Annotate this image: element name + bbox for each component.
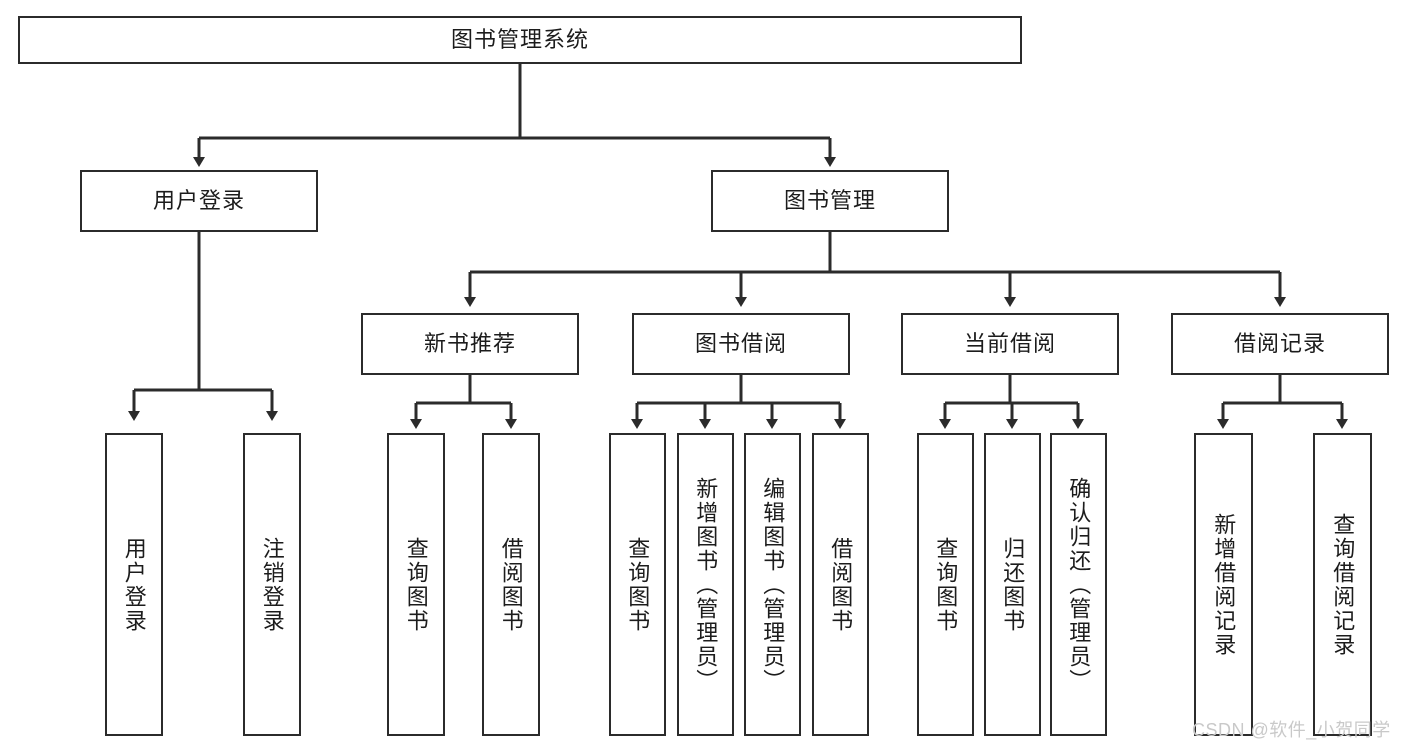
node-new-book-recommend-label: 新书推荐	[423, 330, 516, 356]
leaf-current-confirm-return-admin-label: 确认归还（管理员）	[1066, 476, 1092, 693]
node-borrow-record-label: 借阅记录	[1233, 330, 1326, 356]
node-book-borrow-label: 图书借阅	[694, 330, 787, 356]
node-book-borrow[interactable]: 图书借阅	[632, 313, 850, 375]
node-root-system[interactable]: 图书管理系统	[18, 16, 1022, 64]
node-new-book-recommend[interactable]: 新书推荐	[361, 313, 579, 375]
leaf-borrow-edit-book-admin[interactable]: 编辑图书（管理员）	[744, 433, 801, 736]
node-borrow-record[interactable]: 借阅记录	[1171, 313, 1389, 375]
leaf-current-confirm-return-admin[interactable]: 确认归还（管理员）	[1050, 433, 1107, 736]
leaf-record-query-record-label: 查询借阅记录	[1330, 512, 1356, 657]
leaf-current-query-book[interactable]: 查询图书	[917, 433, 974, 736]
csdn-watermark: CSDN @软件_小贺同学	[1192, 720, 1391, 740]
leaf-record-query-record[interactable]: 查询借阅记录	[1313, 433, 1372, 736]
leaf-recommend-query-book[interactable]: 查询图书	[387, 433, 445, 736]
leaf-user-login-signin[interactable]: 用户登录	[105, 433, 163, 736]
leaf-record-add-record[interactable]: 新增借阅记录	[1194, 433, 1253, 736]
leaf-borrow-add-book-admin[interactable]: 新增图书（管理员）	[677, 433, 734, 736]
leaf-user-login-signout-label: 注销登录	[259, 536, 285, 633]
leaf-borrow-edit-book-admin-label: 编辑图书（管理员）	[760, 476, 786, 693]
node-book-management[interactable]: 图书管理	[711, 170, 949, 232]
leaf-recommend-borrow-book-label: 借阅图书	[498, 536, 524, 633]
node-current-borrow-label: 当前借阅	[963, 330, 1056, 356]
leaf-borrow-query-book-label: 查询图书	[625, 536, 651, 633]
node-current-borrow[interactable]: 当前借阅	[901, 313, 1119, 375]
leaf-user-login-signin-label: 用户登录	[121, 536, 147, 633]
node-user-login-label: 用户登录	[152, 187, 245, 213]
leaf-current-query-book-label: 查询图书	[933, 536, 959, 633]
leaf-borrow-query-book[interactable]: 查询图书	[609, 433, 666, 736]
leaf-borrow-borrow-book-label: 借阅图书	[828, 536, 854, 633]
leaf-recommend-query-book-label: 查询图书	[403, 536, 429, 633]
node-root-system-label: 图书管理系统	[450, 26, 589, 52]
leaf-borrow-add-book-admin-label: 新增图书（管理员）	[693, 476, 719, 693]
node-book-management-label: 图书管理	[783, 187, 876, 213]
leaf-borrow-borrow-book[interactable]: 借阅图书	[812, 433, 869, 736]
leaf-record-add-record-label: 新增借阅记录	[1211, 512, 1237, 657]
node-user-login[interactable]: 用户登录	[80, 170, 318, 232]
leaf-recommend-borrow-book[interactable]: 借阅图书	[482, 433, 540, 736]
leaf-current-return-book[interactable]: 归还图书	[984, 433, 1041, 736]
leaf-user-login-signout[interactable]: 注销登录	[243, 433, 301, 736]
leaf-current-return-book-label: 归还图书	[1000, 536, 1026, 633]
